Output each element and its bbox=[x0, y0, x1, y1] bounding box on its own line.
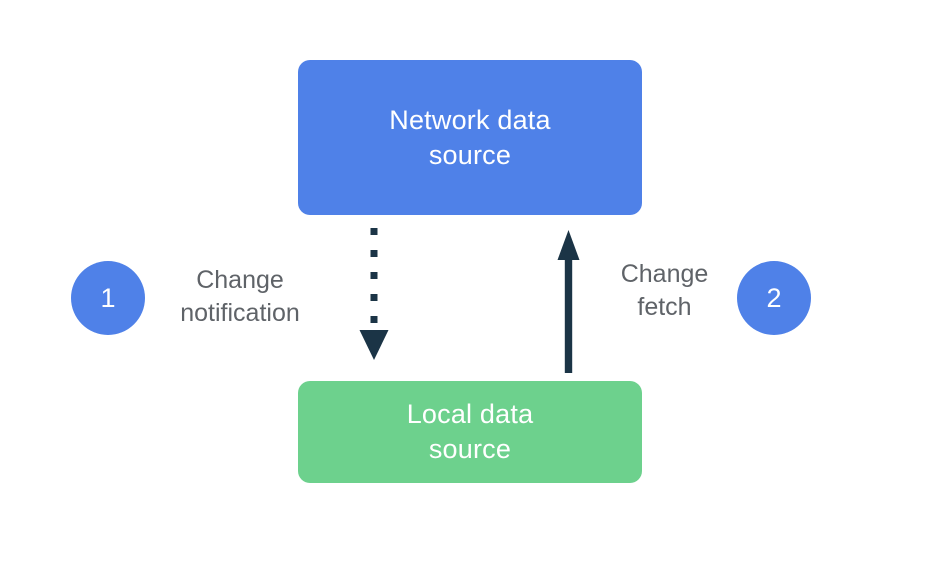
network-data-source-label: Network data source bbox=[389, 104, 551, 170]
change-notification-arrow-down-icon bbox=[359, 228, 389, 360]
change-fetch-label: Change fetch bbox=[620, 260, 709, 321]
step-badge-1-number: 1 bbox=[100, 282, 116, 313]
step-badge-2-number: 2 bbox=[766, 282, 782, 313]
local-data-source-box[interactable]: Local data source bbox=[298, 381, 642, 483]
change-fetch-arrow-up-icon bbox=[557, 230, 580, 373]
step-badge-2[interactable]: 2 bbox=[737, 261, 811, 335]
network-data-source-box[interactable]: Network data source bbox=[298, 60, 642, 215]
change-notification-label: Change notification bbox=[180, 266, 300, 327]
local-data-source-label: Local data source bbox=[406, 399, 534, 464]
step-badge-1[interactable]: 1 bbox=[71, 261, 145, 335]
